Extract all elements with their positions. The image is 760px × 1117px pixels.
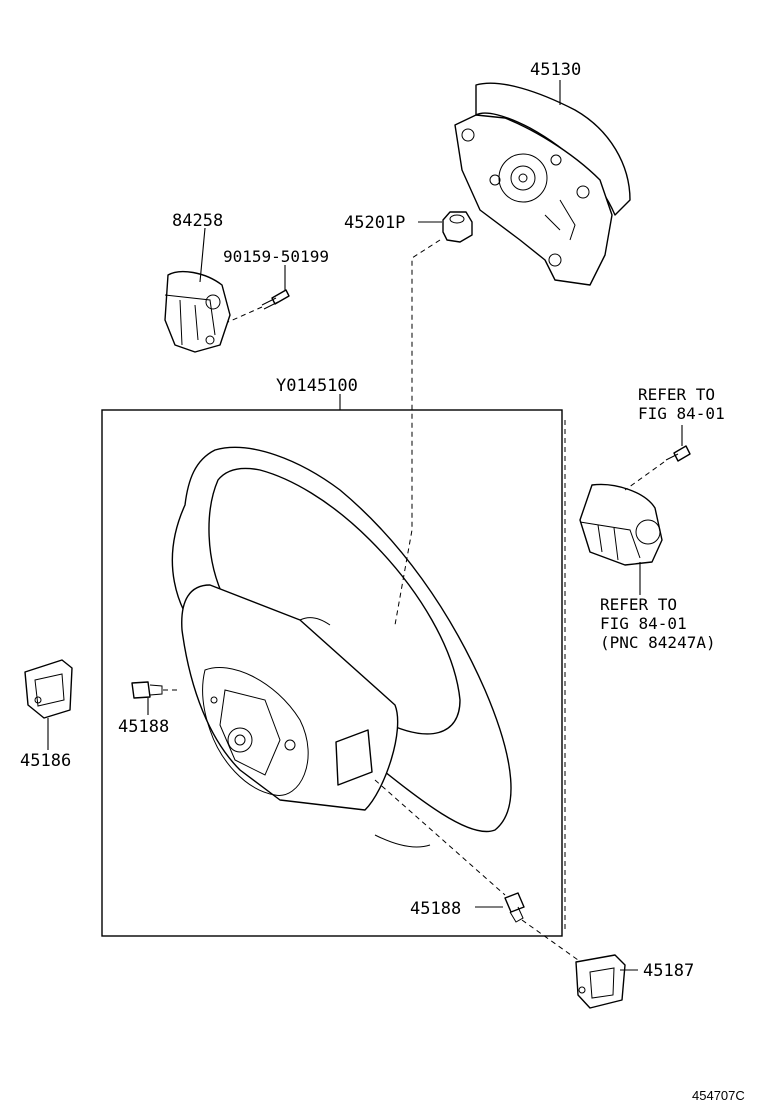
- figure-id: 454707C: [692, 1088, 745, 1103]
- label-airbag: 45130: [530, 60, 581, 80]
- label-refer-bottom-line3: (PNC 84247A): [600, 633, 716, 652]
- screw-top-dashed-line: [227, 306, 263, 323]
- label-cover-left: 45186: [20, 751, 71, 771]
- label-switch-top: 84258: [172, 211, 223, 231]
- screw-bottom: [504, 892, 525, 923]
- screw-right: [665, 445, 691, 462]
- label-wheel: Y0145100: [276, 376, 358, 396]
- label-nut: 45201P: [344, 213, 405, 233]
- nut-part: [442, 211, 473, 243]
- label-refer-bottom-line2: FIG 84-01: [600, 614, 687, 633]
- assembly-frame: [101, 409, 563, 937]
- steering-wheel: [171, 446, 512, 848]
- label-refer-top-line2: FIG 84-01: [638, 404, 725, 423]
- switch-assembly-right: [579, 483, 663, 566]
- label-screw-top: 90159-50199: [223, 247, 329, 266]
- label-cover-right: 45187: [643, 961, 694, 981]
- label-refer-top-line1: REFER TO: [638, 385, 715, 404]
- cover-right: [575, 954, 626, 1009]
- screw-top: [261, 289, 290, 310]
- label-refer-bottom-line1: REFER TO: [600, 595, 677, 614]
- label-screw-bottom: 45188: [410, 899, 461, 919]
- label-screw-left: 45188: [118, 717, 169, 737]
- airbag-module: [454, 82, 631, 286]
- switch-assembly-top: [164, 270, 231, 353]
- screw-bottom-dashed-line: [374, 779, 586, 966]
- screw-right-dashed-line: [624, 461, 665, 491]
- switch-top-leader: [199, 227, 206, 283]
- screw-left: [131, 681, 163, 699]
- nut-dashed-line: [394, 239, 441, 626]
- cover-left: [24, 659, 73, 719]
